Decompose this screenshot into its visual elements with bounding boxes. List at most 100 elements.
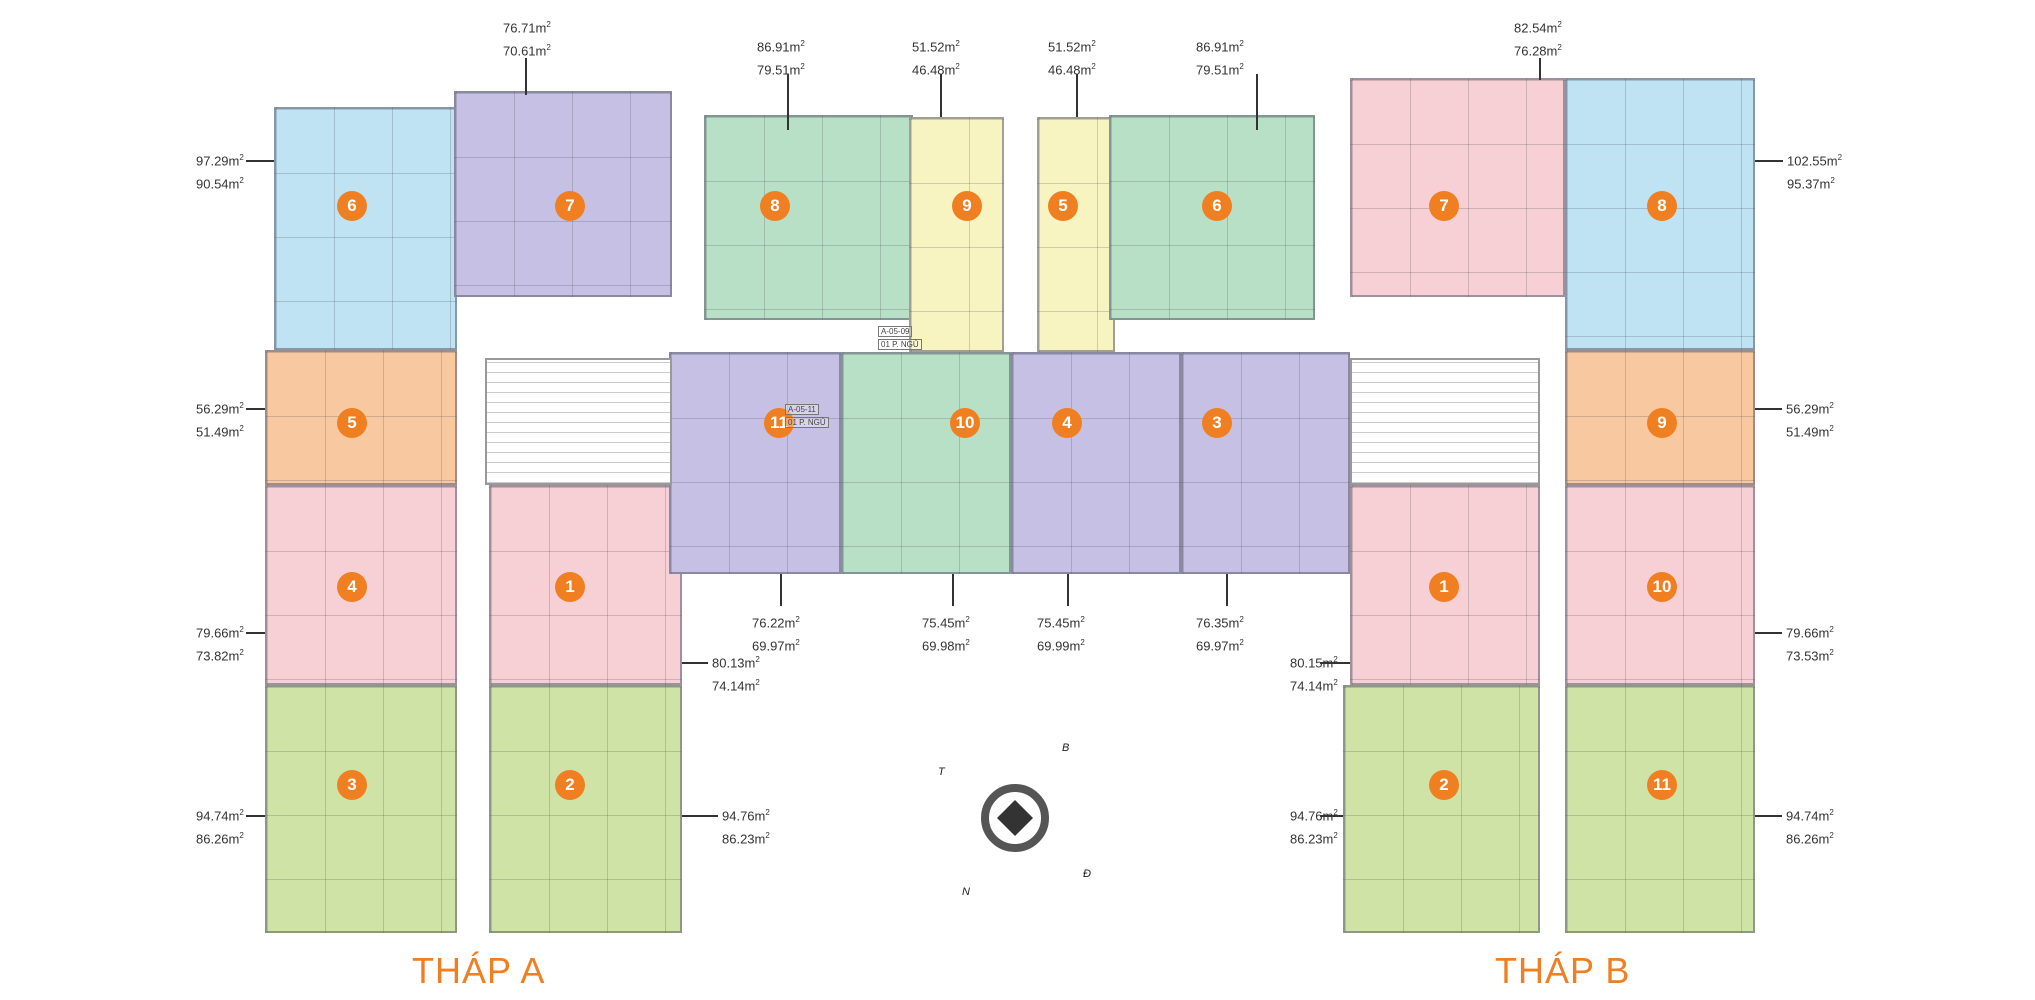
area-net: 69.98m2	[922, 633, 970, 656]
leader-line	[1755, 815, 1782, 817]
apartment-unit-a2[interactable]	[489, 685, 682, 933]
leader-line	[1320, 815, 1343, 817]
area-unit-superscript: 2	[1557, 20, 1562, 29]
apartment-unit-a3[interactable]	[265, 685, 457, 933]
leader-line	[1755, 408, 1782, 410]
unit-number-badge: 11	[1647, 770, 1677, 800]
leader-line	[940, 74, 942, 117]
compass-east-label: Đ	[1083, 868, 1091, 880]
apartment-unit-c4[interactable]	[1011, 352, 1181, 574]
area-value: 86.23m	[1290, 831, 1334, 847]
area-unit-superscript: 2	[1333, 678, 1338, 688]
area-net: 79.51m2	[1196, 57, 1244, 80]
area-value: 46.48m	[1048, 62, 1092, 78]
area-value: 94.76m	[722, 808, 766, 824]
unit-number-badge: 11	[764, 408, 794, 438]
leader-line	[1076, 74, 1078, 117]
area-gross: 76.22m2	[752, 610, 800, 633]
area-value: 69.98m	[922, 638, 966, 654]
area-gross: 94.76m2	[1290, 803, 1338, 826]
area-value: 86.26m	[1786, 831, 1830, 847]
apartment-unit-c8[interactable]	[704, 115, 913, 320]
area-value: 56.29m	[1786, 401, 1830, 417]
apartment-unit-c3[interactable]	[1181, 352, 1350, 574]
area-net: 95.37m2	[1787, 171, 1842, 194]
area-net: 74.14m2	[1290, 673, 1338, 696]
area-gross: 94.76m2	[722, 803, 770, 826]
apartment-unit-b7[interactable]	[1350, 78, 1565, 297]
room-tag-code: A-05-11	[785, 404, 819, 415]
area-unit-superscript: 2	[955, 62, 960, 72]
area-value: 56.29m	[196, 401, 240, 417]
area-gross: 79.66m2	[196, 620, 244, 643]
apartment-unit-c5[interactable]	[1037, 117, 1115, 352]
leader-line	[1539, 58, 1541, 80]
area-unit-superscript: 2	[239, 153, 244, 162]
apartment-unit-c11[interactable]	[669, 352, 841, 574]
area-net: 86.23m2	[722, 826, 770, 849]
leader-line	[246, 160, 274, 162]
area-value: 76.71m	[503, 20, 547, 36]
unit-number-badge: 9	[1647, 408, 1677, 438]
apartment-unit-b2[interactable]	[1343, 685, 1540, 933]
apartment-unit-b10[interactable]	[1565, 485, 1755, 685]
area-gross: 56.29m2	[196, 396, 244, 419]
leader-line	[1755, 632, 1782, 634]
apartment-unit-c10[interactable]	[841, 352, 1011, 574]
unit-number-badge: 5	[337, 408, 367, 438]
area-value: 95.37m	[1787, 176, 1831, 192]
area-unit-superscript: 2	[765, 808, 770, 817]
area-gross: 75.45m2	[1037, 610, 1085, 633]
area-net: 69.97m2	[752, 633, 800, 656]
area-unit-superscript: 2	[1829, 648, 1834, 658]
area-unit-superscript: 2	[765, 831, 770, 841]
unit-number-badge: 6	[337, 191, 367, 221]
area-unit-superscript: 2	[1829, 625, 1834, 634]
apartment-unit-c9[interactable]	[909, 117, 1004, 352]
area-unit-superscript: 2	[755, 655, 760, 664]
area-value: 46.48m	[912, 62, 956, 78]
area-gross: 56.29m2	[1786, 396, 1834, 419]
leader-line	[1256, 74, 1258, 130]
unit-number-badge: 7	[555, 191, 585, 221]
area-value: 75.45m	[1037, 615, 1081, 631]
area-gross: 51.52m2	[912, 34, 960, 57]
apartment-unit-a7[interactable]	[454, 91, 672, 297]
apartment-unit-a6[interactable]	[274, 107, 457, 350]
area-unit-superscript: 2	[1239, 62, 1244, 72]
area-unit-superscript: 2	[239, 176, 244, 186]
area-net: 73.53m2	[1786, 643, 1834, 666]
area-net: 46.48m2	[912, 57, 960, 80]
area-unit-superscript: 2	[1239, 638, 1244, 648]
area-value: 86.91m	[757, 39, 801, 55]
apartment-unit-a1[interactable]	[489, 485, 682, 685]
area-unit-superscript: 2	[1829, 831, 1834, 841]
area-value: 74.14m	[712, 678, 756, 694]
area-value: 86.23m	[722, 831, 766, 847]
area-net: 69.97m2	[1196, 633, 1244, 656]
apartment-unit-b11[interactable]	[1565, 685, 1755, 933]
area-gross: 79.66m2	[1786, 620, 1834, 643]
area-net: 90.54m2	[196, 171, 244, 194]
unit-number-badge: 3	[1202, 408, 1232, 438]
unit-number-badge: 6	[1202, 191, 1232, 221]
room-tag-code: A-05-09	[878, 326, 913, 337]
area-value: 80.13m	[712, 655, 756, 671]
area-value: 86.26m	[196, 831, 240, 847]
area-unit-superscript: 2	[1091, 39, 1096, 48]
unit-number-badge: 9	[952, 191, 982, 221]
area-value: 94.74m	[196, 808, 240, 824]
